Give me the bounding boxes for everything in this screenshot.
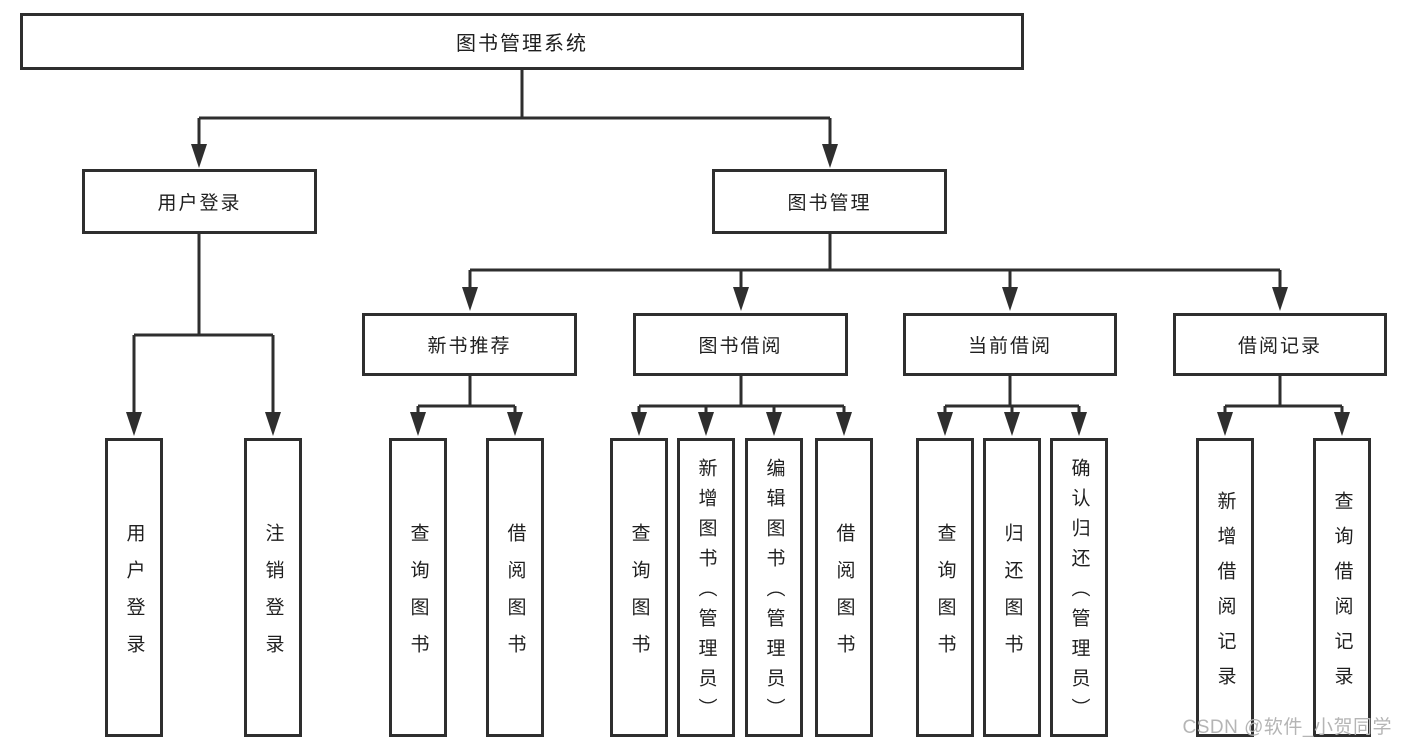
- node-label: 查询借阅记录: [1331, 490, 1353, 701]
- node-label: 注销登录: [262, 522, 284, 671]
- node-leaf-add-borrow-record: 新增借阅记录: [1196, 438, 1254, 737]
- node-borrowing-records: 借阅记录: [1173, 313, 1387, 376]
- node-leaf-return-books: 归还图书: [983, 438, 1041, 737]
- node-current-borrowing: 当前借阅: [903, 313, 1117, 376]
- arrow-down-icon: [836, 412, 852, 436]
- node-label: 编辑图书（管理员）: [763, 458, 785, 728]
- arrow-down-icon: [191, 144, 207, 168]
- connector-borrowing-records-to-leaves: [1217, 376, 1350, 436]
- node-leaf-query-borrow-record: 查询借阅记录: [1313, 438, 1371, 737]
- arrow-down-icon: [410, 412, 426, 436]
- arrow-down-icon: [126, 412, 142, 436]
- arrow-down-icon: [462, 287, 478, 311]
- node-leaf-borrow-books-recommend: 借阅图书: [486, 438, 544, 737]
- node-leaf-add-book-admin: 新增图书（管理员）: [677, 438, 735, 737]
- node-label: 查询图书: [407, 522, 429, 671]
- node-leaf-logout: 注销登录: [244, 438, 302, 737]
- arrow-down-icon: [265, 412, 281, 436]
- arrow-down-icon: [1004, 412, 1020, 436]
- node-leaf-query-books-recommend: 查询图书: [389, 438, 447, 737]
- node-leaf-query-books-borrowing: 查询图书: [610, 438, 668, 737]
- arrow-down-icon: [1002, 287, 1018, 311]
- arrow-down-icon: [937, 412, 953, 436]
- connector-current-borrowing-to-leaves: [937, 376, 1087, 436]
- node-label: 新增借阅记录: [1214, 490, 1236, 701]
- node-new-book-recommend: 新书推荐: [362, 313, 577, 376]
- node-leaf-borrow-books-borrowing: 借阅图书: [815, 438, 873, 737]
- node-label: 新增图书（管理员）: [695, 458, 717, 728]
- node-book-borrowing: 图书借阅: [633, 313, 848, 376]
- node-leaf-confirm-return-admin: 确认归还（管理员）: [1050, 438, 1108, 737]
- node-leaf-query-books-current: 查询图书: [916, 438, 974, 737]
- node-label: 查询图书: [628, 522, 650, 671]
- node-book-management: 图书管理: [712, 169, 947, 234]
- node-label: 借阅图书: [504, 522, 526, 671]
- connector-user-login-to-leaves: [126, 234, 281, 436]
- connector-book-management-to-level3: [462, 234, 1288, 311]
- arrow-down-icon: [1272, 287, 1288, 311]
- node-label: 归还图书: [1001, 522, 1023, 671]
- arrow-down-icon: [733, 287, 749, 311]
- arrow-down-icon: [1217, 412, 1233, 436]
- arrow-down-icon: [766, 412, 782, 436]
- node-user-login: 用户登录: [82, 169, 317, 234]
- connector-root-to-level2: [191, 70, 838, 168]
- arrow-down-icon: [698, 412, 714, 436]
- node-label: 查询图书: [934, 522, 956, 671]
- watermark: CSDN @软件_小贺同学: [1182, 717, 1392, 738]
- node-label: 借阅图书: [833, 522, 855, 671]
- arrow-down-icon: [1334, 412, 1350, 436]
- node-leaf-user-login: 用户登录: [105, 438, 163, 737]
- arrow-down-icon: [507, 412, 523, 436]
- connector-book-borrowing-to-leaves: [631, 376, 852, 436]
- node-label: 确认归还（管理员）: [1068, 458, 1090, 728]
- arrow-down-icon: [822, 144, 838, 168]
- arrow-down-icon: [1071, 412, 1087, 436]
- connector-new-book-recommend-to-leaves: [410, 376, 523, 436]
- arrow-down-icon: [631, 412, 647, 436]
- node-leaf-edit-book-admin: 编辑图书（管理员）: [745, 438, 803, 737]
- node-label: 用户登录: [123, 522, 145, 671]
- node-root: 图书管理系统: [20, 13, 1024, 70]
